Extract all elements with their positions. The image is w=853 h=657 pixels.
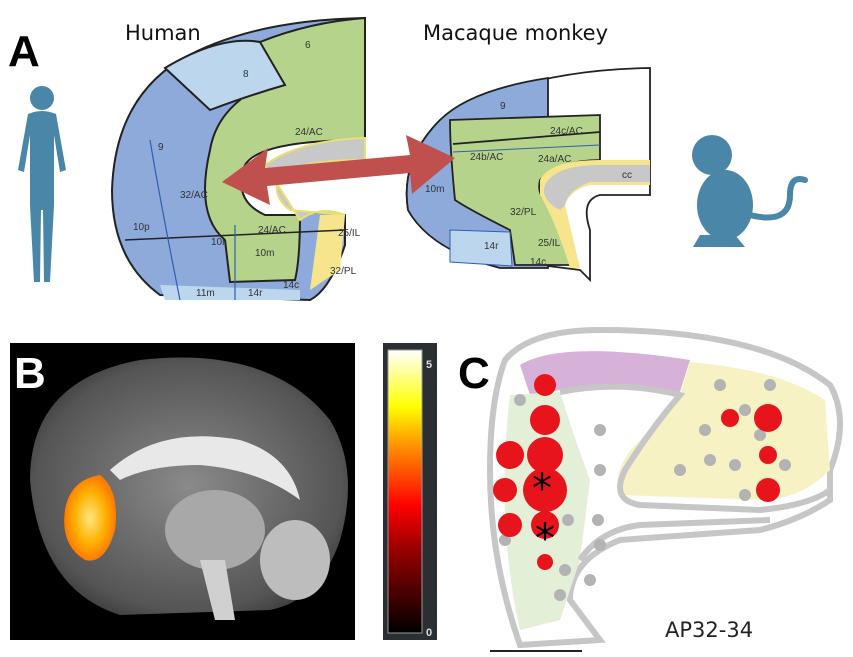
area-label: 14c — [530, 257, 546, 268]
site-dot-nonresponsive — [714, 379, 726, 391]
site-dot-nonresponsive — [674, 464, 686, 476]
area-label: 14r — [248, 288, 263, 299]
site-dot-responsive — [523, 468, 567, 512]
area-label: 14c — [283, 280, 299, 291]
site-dot-nonresponsive — [729, 459, 741, 471]
recording-sites — [493, 374, 791, 601]
area-label: 24a/AC — [538, 154, 571, 165]
site-dot-nonresponsive — [514, 394, 526, 406]
site-dot-nonresponsive — [739, 404, 751, 416]
site-dot-responsive — [534, 374, 556, 396]
area-label: 9 — [158, 142, 164, 153]
colorbar: 5 0 — [383, 343, 437, 640]
site-dot-responsive — [496, 441, 524, 469]
site-dot-nonresponsive — [739, 489, 751, 501]
area-label: 10p — [133, 222, 150, 233]
colorbar-max-label: 5 — [426, 359, 432, 371]
human-area-labels: 6 8 9 24/AC 32/AC 10p 10r 10m 24/AC 25/I… — [133, 40, 361, 299]
area-label: 24c/AC — [550, 126, 583, 137]
area-label: 14r — [484, 241, 499, 252]
site-dot-responsive — [527, 437, 563, 473]
area-label: 10r — [211, 237, 226, 248]
area-label: 25/IL — [538, 238, 561, 249]
area-label: 9 — [500, 101, 506, 112]
site-dot-responsive — [531, 511, 559, 539]
human-silhouette-icon — [18, 86, 66, 282]
site-dot-responsive — [493, 478, 517, 502]
site-dot-responsive — [759, 446, 777, 464]
site-dot-nonresponsive — [584, 574, 596, 586]
panel-a-label: A — [8, 27, 40, 76]
site-dot-nonresponsive — [554, 589, 566, 601]
site-dot-responsive — [537, 554, 553, 570]
homology-double-arrow — [222, 135, 455, 205]
mri-sagittal-image — [10, 343, 355, 640]
area-label: 11m — [196, 288, 215, 299]
site-dot-responsive — [756, 478, 780, 502]
colorbar-min-label: 0 — [426, 627, 432, 639]
human-brain-diagram — [110, 16, 366, 302]
site-dot-nonresponsive — [779, 459, 791, 471]
area-label: 6 — [305, 40, 311, 51]
area-label: 24/AC — [258, 225, 286, 236]
area-label: 10m — [255, 248, 274, 259]
activation-cluster — [64, 475, 116, 561]
site-dot-nonresponsive — [594, 539, 606, 551]
site-dot-nonresponsive — [699, 424, 711, 436]
site-dot-nonresponsive — [559, 564, 571, 576]
area-label: 32/AC — [180, 190, 208, 201]
site-dot-nonresponsive — [499, 534, 511, 546]
site-dot-nonresponsive — [594, 464, 606, 476]
area-label: 32/PL — [330, 266, 357, 277]
site-dot-nonresponsive — [562, 514, 574, 526]
panel-c-label: C — [458, 349, 490, 398]
area-label: 24b/AC — [470, 152, 503, 163]
site-dot-responsive — [530, 405, 560, 435]
site-dot-nonresponsive — [592, 514, 604, 526]
macaque-area-labels: 9 24c/AC 24b/AC 24a/AC cc 10m 32/PL 14r … — [425, 101, 632, 268]
area-label: 32/PL — [510, 207, 537, 218]
significance-marker: * — [532, 466, 552, 512]
area-label: 24/AC — [295, 127, 323, 138]
significance-marker: * — [535, 516, 555, 562]
area-label: cc — [622, 170, 632, 181]
site-dot-responsive — [498, 513, 522, 537]
area-label: 25/IL — [338, 228, 361, 239]
section-label: AP32-34 — [665, 618, 753, 642]
area-label: 10m — [425, 184, 444, 195]
human-title: Human — [125, 21, 201, 45]
monkey-silhouette-icon — [692, 135, 808, 247]
area-label: 8 — [243, 69, 249, 80]
macaque-title: Macaque monkey — [423, 21, 608, 45]
panel-b-label: B — [14, 349, 46, 398]
macaque-brain-diagram — [405, 67, 651, 283]
site-dot-nonresponsive — [594, 424, 606, 436]
site-dot-nonresponsive — [754, 429, 766, 441]
site-dot-nonresponsive — [704, 454, 716, 466]
site-dot-responsive — [754, 404, 782, 432]
site-dot-nonresponsive — [764, 379, 776, 391]
site-dot-responsive — [721, 409, 739, 427]
